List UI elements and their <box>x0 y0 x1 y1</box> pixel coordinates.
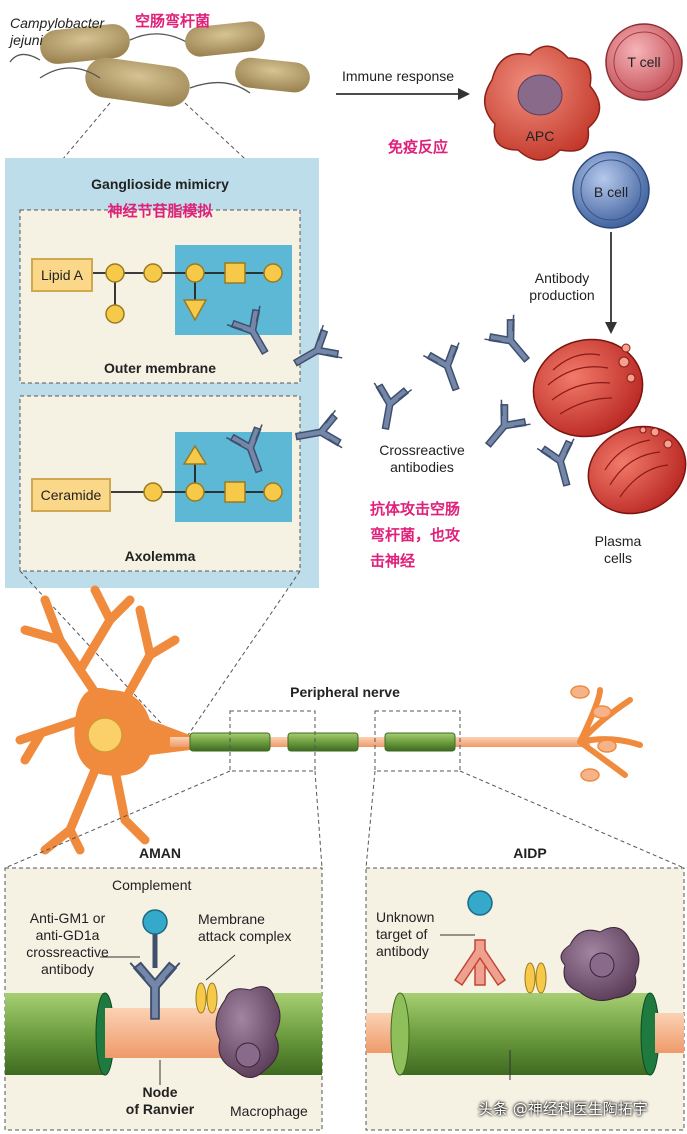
complement-label: Complement <box>112 877 192 893</box>
apc-cell-icon <box>484 45 601 161</box>
ceramide-box: Ceramide <box>31 478 111 512</box>
macrophage-icon <box>215 986 281 1078</box>
b-cell-label: B cell <box>593 184 629 200</box>
unknown-target-label: Unknown target of antibody <box>376 909 435 959</box>
plasma-cell-icon <box>587 425 687 515</box>
bacterium-label: Campylobacter jejuni <box>10 15 105 48</box>
t-cell-label: T cell <box>627 54 661 70</box>
complement-icon <box>142 909 168 968</box>
outer-membrane-label: Outer membrane <box>103 360 217 376</box>
b-cell-icon <box>572 151 650 229</box>
bacterium-icon <box>9 21 310 107</box>
lipid-a-box: Lipid A <box>31 258 93 292</box>
immune-response-label: Immune response <box>342 68 455 84</box>
plasma-cell-icon <box>532 338 644 438</box>
anti-gm1-label: Anti-GM1 or anti-GD1a crossreactive anti… <box>26 910 109 977</box>
antibody-production-label: Antibody production <box>529 270 595 303</box>
apc-label: APC <box>525 128 555 144</box>
membrane-attack-complex-icon <box>195 982 218 1014</box>
axolemma-label: Axolemma <box>124 548 196 564</box>
macrophage-icon <box>560 927 640 1001</box>
plasma-cells-label: Plasma cells <box>594 533 642 566</box>
macrophage-label: Macrophage <box>230 1103 308 1119</box>
node-of-ranvier-label: Node of Ranvier <box>125 1084 195 1117</box>
neuron-icon <box>15 585 643 855</box>
ganglioside-mimicry-title: Ganglioside mimicry <box>91 176 229 192</box>
antibody-icon <box>453 890 507 987</box>
aidp-label: AIDP <box>513 845 547 861</box>
membrane-attack-complex-icon <box>524 962 547 994</box>
mac-label: Membrane attack complex <box>198 911 292 944</box>
watermark: 头条 @神经科医生陶拓宇 <box>478 1100 648 1118</box>
attack-annotation-cn: 抗体攻击空肠 弯杆菌，也攻 击神经 <box>370 500 461 570</box>
bacterium-label-cn: 空肠弯杆菌 <box>135 12 211 30</box>
crossreactive-antibodies-label: Crossreactive antibodies <box>379 442 465 475</box>
immune-response-label-cn: 免疫反应 <box>388 138 449 156</box>
aman-label: AMAN <box>139 845 181 861</box>
ganglioside-mimicry-title-cn: 神经节苷脂模拟 <box>107 202 213 220</box>
peripheral-nerve-label: Peripheral nerve <box>290 684 400 700</box>
t-cell-icon <box>605 23 683 101</box>
